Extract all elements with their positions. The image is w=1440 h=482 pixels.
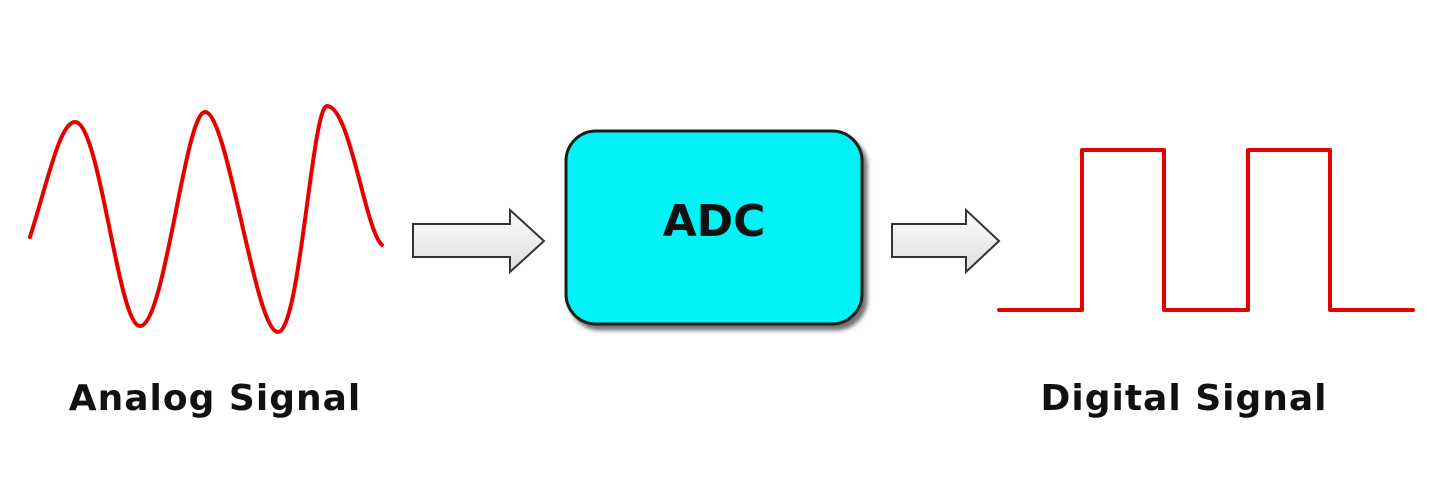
arrow-right-icon [891, 207, 1001, 275]
adc-block [564, 129, 864, 326]
arrow-right-icon [412, 207, 546, 275]
adc-label: ADC [663, 196, 766, 247]
digital-signal-label: Digital Signal [1040, 378, 1327, 419]
digital-signal-wave [997, 148, 1415, 312]
analog-signal-label: Analog Signal [69, 378, 361, 419]
analog-signal-wave [28, 104, 384, 334]
